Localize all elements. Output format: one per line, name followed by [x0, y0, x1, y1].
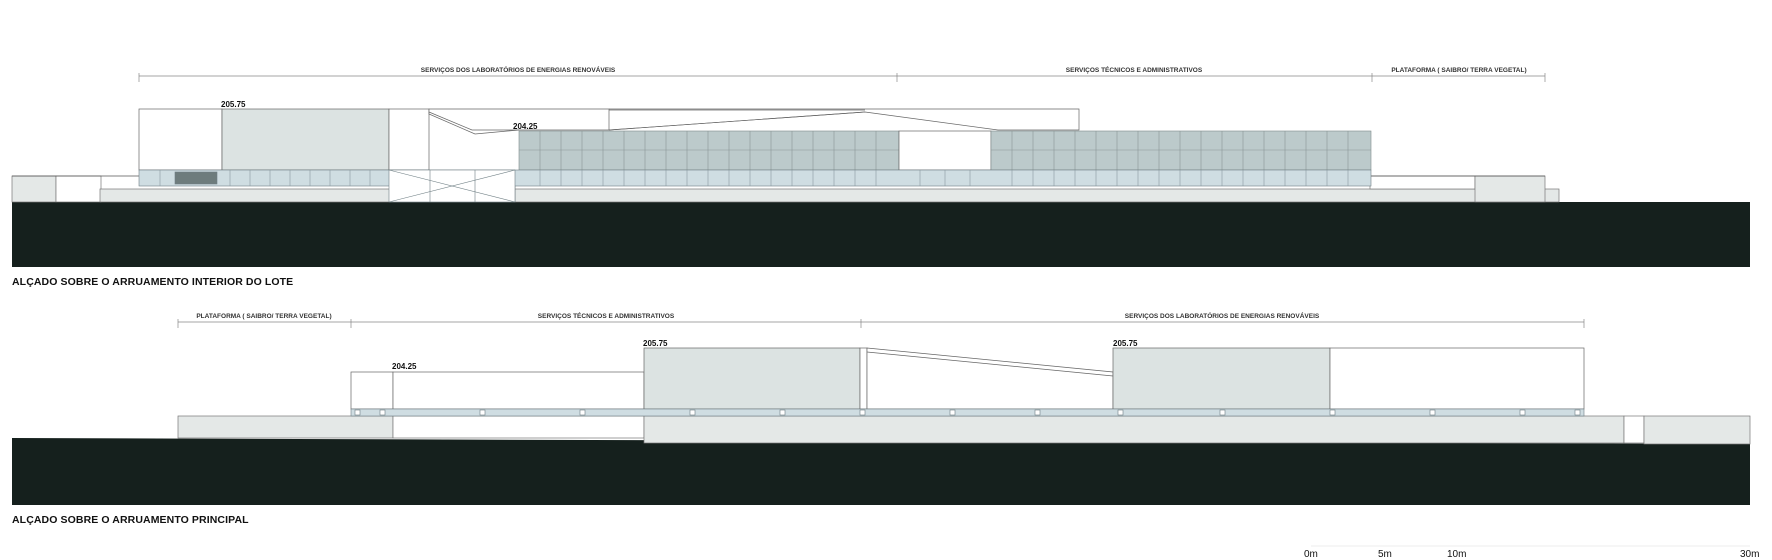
elevation-top: SERVIÇOS DOS LABORATÓRIOS DE ENERGIAS RE…: [11, 65, 1750, 267]
level-label-204-25: 204.25: [513, 122, 538, 131]
volumes-bottom: [350, 347, 1585, 410]
level-label-205-75-bottom-a: 205.75: [643, 339, 668, 348]
level-label-205-75: 205.75: [221, 100, 246, 109]
elevation-bottom: PLATAFORMA ( SAIBRO/ TERRA VEGETAL) SERV…: [12, 311, 1751, 505]
zone-label-laboratorios: SERVIÇOS DOS LABORATÓRIOS DE ENERGIAS RE…: [421, 65, 616, 74]
volume-left: [138, 108, 430, 171]
zone-label-servicos-tecnicos: SERVIÇOS TÉCNICOS E ADMINISTRATIVOS: [1066, 65, 1203, 74]
scale-label-10m: 10m: [1447, 549, 1467, 560]
zone-label-servicos-tecnicos-bottom: SERVIÇOS TÉCNICOS E ADMINISTRATIVOS: [538, 311, 675, 320]
glazed-facade-right: [990, 130, 1372, 171]
zone-dimension-lines: [138, 73, 1546, 82]
elevation-bottom-title: ALÇADO SOBRE O ARRUAMENTO PRINCIPAL: [12, 514, 249, 526]
ground-section-bottom: [12, 438, 1750, 505]
ground-floor-glazing: [138, 169, 1372, 203]
ground-floor-glazing-bottom: [350, 408, 1585, 417]
elevation-top-title: ALÇADO SOBRE O ARRUAMENTO INTERIOR DO LO…: [12, 276, 294, 288]
scale-label-5m: 5m: [1378, 549, 1392, 560]
scale-label-30m: 30m: [1740, 549, 1760, 560]
zone-label-plataforma: PLATAFORMA ( SAIBRO/ TERRA VEGETAL): [1391, 67, 1526, 74]
volume-middle: [898, 130, 992, 171]
platform-walls-bottom: [177, 415, 1751, 445]
glazed-facade-left: [518, 130, 900, 171]
zone-dimension-lines-bottom: [177, 319, 1585, 328]
level-label-204-25-bottom: 204.25: [392, 362, 417, 371]
zone-label-laboratorios-bottom: SERVIÇOS DOS LABORATÓRIOS DE ENERGIAS RE…: [1125, 311, 1320, 320]
zone-label-plataforma-bottom: PLATAFORMA ( SAIBRO/ TERRA VEGETAL): [196, 313, 331, 320]
scale-label-0m: 0m: [1304, 549, 1318, 560]
ground-section: [12, 202, 1750, 267]
canopy-roof: [428, 108, 1080, 135]
level-label-205-75-bottom-b: 205.75: [1113, 339, 1138, 348]
